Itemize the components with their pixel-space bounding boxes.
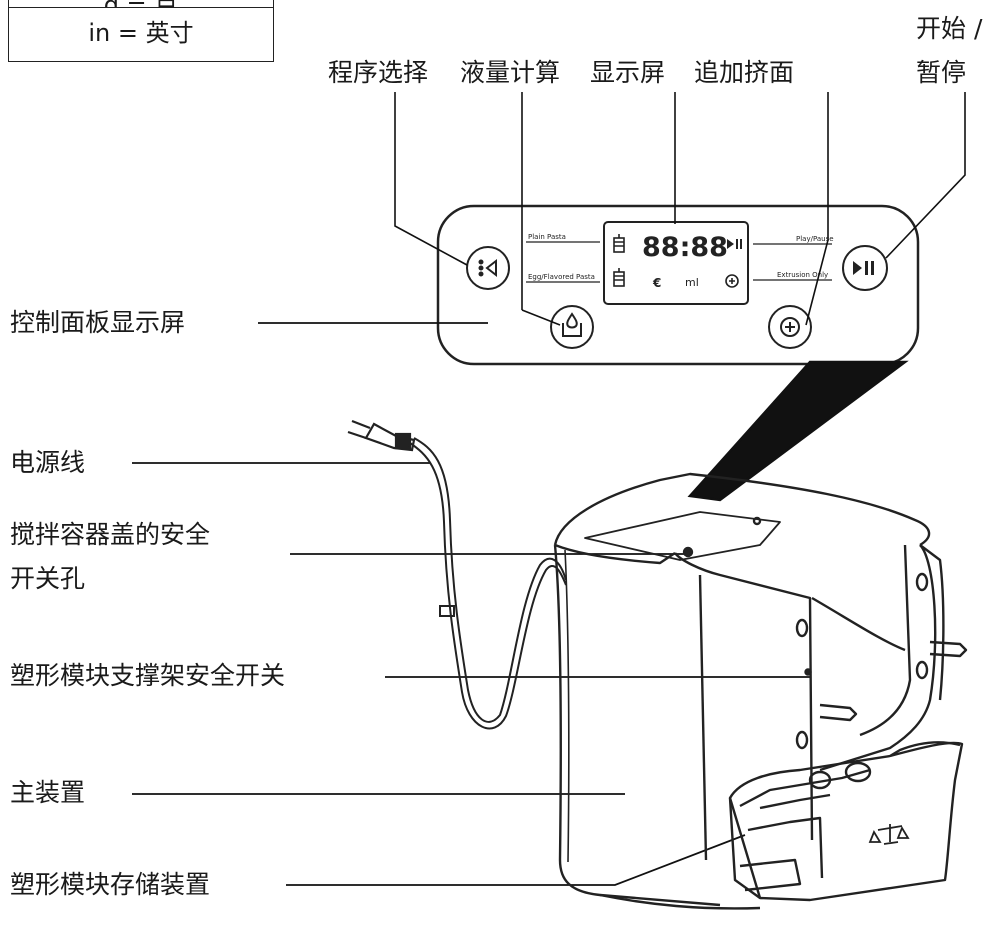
control-panel [436, 204, 920, 502]
power-cord [409, 437, 567, 730]
leader-start-pause [885, 92, 966, 259]
water-drop-icon [562, 312, 582, 337]
scale-icon [868, 824, 910, 845]
label-lid-switch-hole-2: 开关孔 [10, 564, 86, 593]
label-lid-switch-hole-1: 搅拌容器盖的安全 [10, 520, 211, 549]
program-select-button[interactable] [466, 246, 510, 290]
plain-pasta-label: Plain Pasta [528, 233, 566, 241]
units-row-inches: in = 英寸 [88, 19, 194, 47]
label-control-panel: 控制面板显示屏 [10, 308, 186, 337]
pasta-cup-icon-bottom [613, 268, 625, 287]
leader-extra-extrude [805, 92, 829, 326]
start-pause-button[interactable] [842, 245, 888, 291]
label-start-pause-2: 暂停 [916, 58, 967, 87]
display-euro-symbol: € [652, 276, 661, 290]
power-plug [347, 419, 416, 452]
play-pause-label: Play/Pause [796, 235, 834, 243]
label-program-select: 程序选择 [328, 58, 429, 87]
display-digits: 88:88 [642, 232, 728, 263]
control-panel-outline [436, 204, 920, 366]
label-start-pause-1: 开始 / [916, 14, 983, 43]
extra-extrude-button[interactable] [768, 305, 812, 349]
side-leader-lines [132, 322, 810, 886]
label-extra-extrude: 追加挤面 [694, 58, 795, 87]
leader-die-storage [286, 834, 746, 886]
label-power-cord: 电源线 [10, 448, 86, 477]
extrude-plus-icon [780, 317, 800, 337]
display-window [603, 221, 749, 305]
top-leader-lines [394, 92, 966, 326]
leader-program-select [394, 92, 468, 266]
die-storage-tray [728, 741, 964, 902]
label-main-unit: 主装置 [10, 778, 86, 807]
label-die-holder-switch: 塑形模块支撑架安全开关 [10, 661, 286, 690]
extrusion-only-label: Extrusion Only [777, 271, 828, 279]
play-pause-icon [853, 261, 874, 275]
display-ml-unit: ml [685, 276, 699, 289]
egg-flavored-pasta-label: Egg/Flavored Pasta [528, 273, 595, 281]
units-row-grams: g = 克 [9, 0, 273, 8]
program-select-icon [478, 258, 497, 278]
panel-callout-beam [687, 360, 909, 502]
label-display: 显示屏 [590, 58, 666, 87]
liquid-calc-button[interactable] [550, 305, 594, 349]
pasta-cup-icon-top [613, 234, 625, 253]
main-unit-body [553, 472, 968, 910]
label-liquid-calc: 液量计算 [460, 58, 561, 87]
display-extrude-icon [725, 274, 739, 288]
display-play-icon [727, 239, 742, 249]
label-die-storage: 塑形模块存储装置 [10, 870, 211, 899]
units-table: g = 克 in = 英寸 [8, 0, 274, 62]
